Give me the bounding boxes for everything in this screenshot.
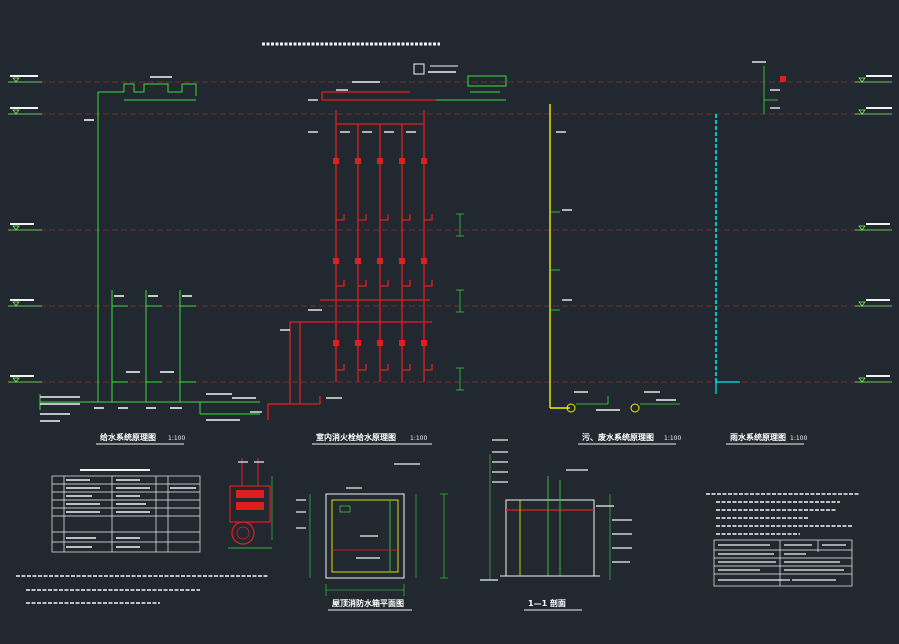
floor-levels xyxy=(40,81,870,383)
water-supply-labels xyxy=(40,76,240,422)
section-1-1 xyxy=(489,454,611,580)
title-section-1-1: 1—1 剖面 xyxy=(528,598,566,608)
section-1-1-labels xyxy=(480,439,632,581)
hydrant-grid-dims xyxy=(456,213,464,391)
scale-fire-hydrant: 1:100 xyxy=(410,435,427,442)
diagram-title-water-supply: 给水系统原理图 1:100 xyxy=(96,432,185,445)
diagram-title-rainwater: 雨水系统原理图 1:100 xyxy=(726,432,807,445)
scale-water-supply: 1:100 xyxy=(168,435,185,442)
fire-hydrant-diagram xyxy=(267,91,436,420)
waste-water-diagram xyxy=(549,104,680,413)
diagram-title-fire-hydrant: 室内消火栓给水原理图 1:100 xyxy=(312,432,432,445)
legend-table-text xyxy=(718,544,846,581)
title-fire-hydrant: 室内消火栓给水原理图 xyxy=(316,432,396,442)
section-title: 1—1 剖面 xyxy=(524,598,582,611)
rainwater-diagram xyxy=(715,66,786,394)
scale-waste-water: 1:100 xyxy=(664,435,681,442)
notes-left xyxy=(16,575,268,604)
diagram-title-waste-water: 污、废水系统原理图 1:100 xyxy=(578,432,681,445)
rainwater-labels xyxy=(752,61,780,109)
level-markers-right-text xyxy=(866,75,892,377)
scale-rainwater: 1:100 xyxy=(790,435,807,442)
water-supply-diagram xyxy=(39,83,260,415)
plan-title: 屋顶消防水箱平面图 xyxy=(328,598,412,611)
fire-tank-top-white xyxy=(413,63,458,75)
level-markers-left-text xyxy=(10,75,38,377)
fire-tank-top xyxy=(436,75,507,101)
equipment-table-text xyxy=(66,479,196,548)
level-markers-right xyxy=(855,77,892,383)
roof-tank-plan xyxy=(309,493,448,596)
title-roof-tank-plan: 屋顶消防水箱平面图 xyxy=(332,598,404,608)
waste-water-labels xyxy=(556,131,676,411)
legend-table xyxy=(713,539,853,587)
fire-hydrant-valves xyxy=(333,158,427,346)
title-water-supply: 给水系统原理图 xyxy=(100,432,156,442)
level-markers-left xyxy=(8,77,42,383)
roof-tank-plan-labels xyxy=(296,463,420,559)
notes-right xyxy=(706,493,860,535)
title-rainwater: 雨水系统原理图 xyxy=(730,432,786,442)
fire-hydrant-labels xyxy=(232,71,456,413)
fire-pump-detail xyxy=(228,458,273,549)
title-waste-water: 污、废水系统原理图 xyxy=(582,432,654,442)
equipment-table xyxy=(51,469,201,553)
